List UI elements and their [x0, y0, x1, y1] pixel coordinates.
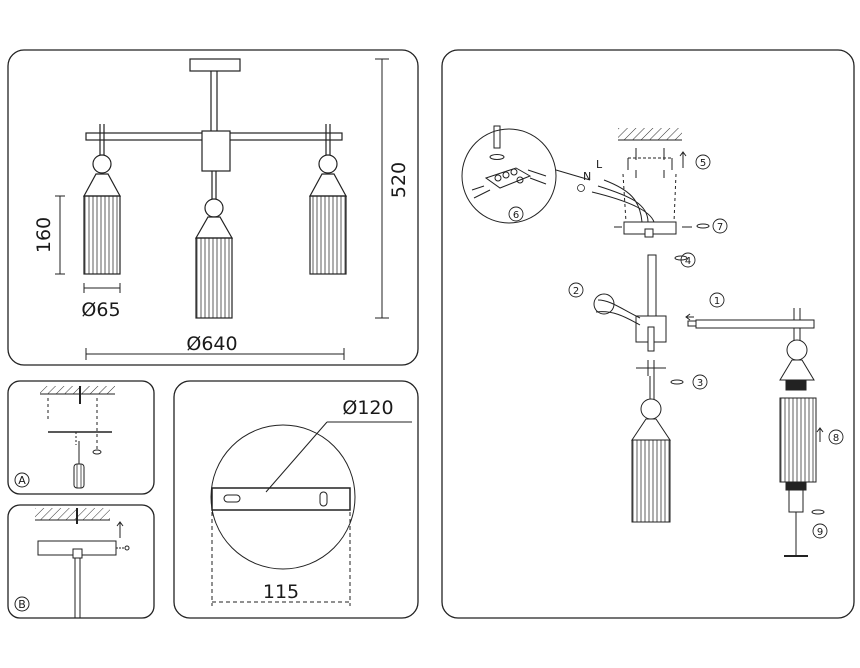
step-9-label: 9	[817, 527, 823, 538]
wire-label-live: L	[596, 158, 603, 171]
step-2-label: 2	[573, 286, 579, 297]
panel-overview: 520 160 Ø65 Ø640	[7, 49, 419, 366]
step-5-label: 5	[700, 158, 706, 169]
step-4-label: 4	[685, 256, 691, 267]
ground-icon	[577, 184, 585, 192]
step-3-label: 3	[697, 378, 703, 389]
dim-span-diameter: Ø640	[186, 333, 237, 355]
dim-shade-height: 160	[33, 217, 55, 253]
dim-canopy-diameter: Ø120	[342, 397, 393, 419]
dim-bracket-width: 115	[263, 581, 299, 603]
step-markers: 5 6 7 4 2 1 3 8 9	[508, 154, 844, 539]
wire-label-neutral: N	[583, 170, 591, 183]
step-1-label: 1	[714, 296, 720, 307]
dim-shade-diameter: Ø65	[81, 299, 120, 321]
panel-step-b: B	[7, 504, 155, 619]
panel-assembly: N L	[441, 49, 855, 619]
dimension-lines	[55, 58, 389, 360]
wiring-detail-bubble	[461, 125, 591, 224]
panel-step-a: A	[7, 380, 155, 495]
chandelier-drawing	[82, 58, 348, 319]
step-7-label: 7	[717, 222, 723, 233]
step-a-label: A	[18, 474, 26, 487]
step-b-label: B	[18, 598, 26, 611]
panel-canopy: Ø120 115	[173, 380, 419, 619]
dim-height-total: 520	[388, 162, 410, 198]
step-6-label: 6	[513, 210, 519, 221]
step-8-label: 8	[833, 433, 839, 444]
